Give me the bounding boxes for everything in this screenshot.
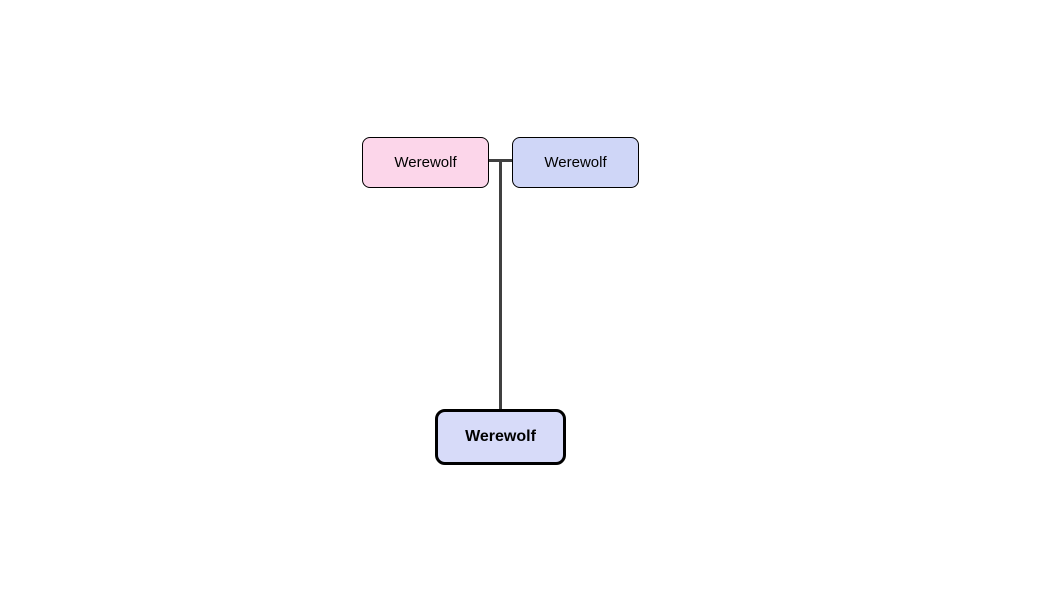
parent-node-male[interactable]: Werewolf <box>512 137 639 188</box>
parent-female-label: Werewolf <box>394 154 457 171</box>
parent-node-female[interactable]: Werewolf <box>362 137 489 188</box>
offspring-label: Werewolf <box>465 428 536 445</box>
offspring-node[interactable]: Werewolf <box>435 409 566 465</box>
parent-male-label: Werewolf <box>544 154 607 171</box>
offspring-connector-line <box>499 160 502 409</box>
